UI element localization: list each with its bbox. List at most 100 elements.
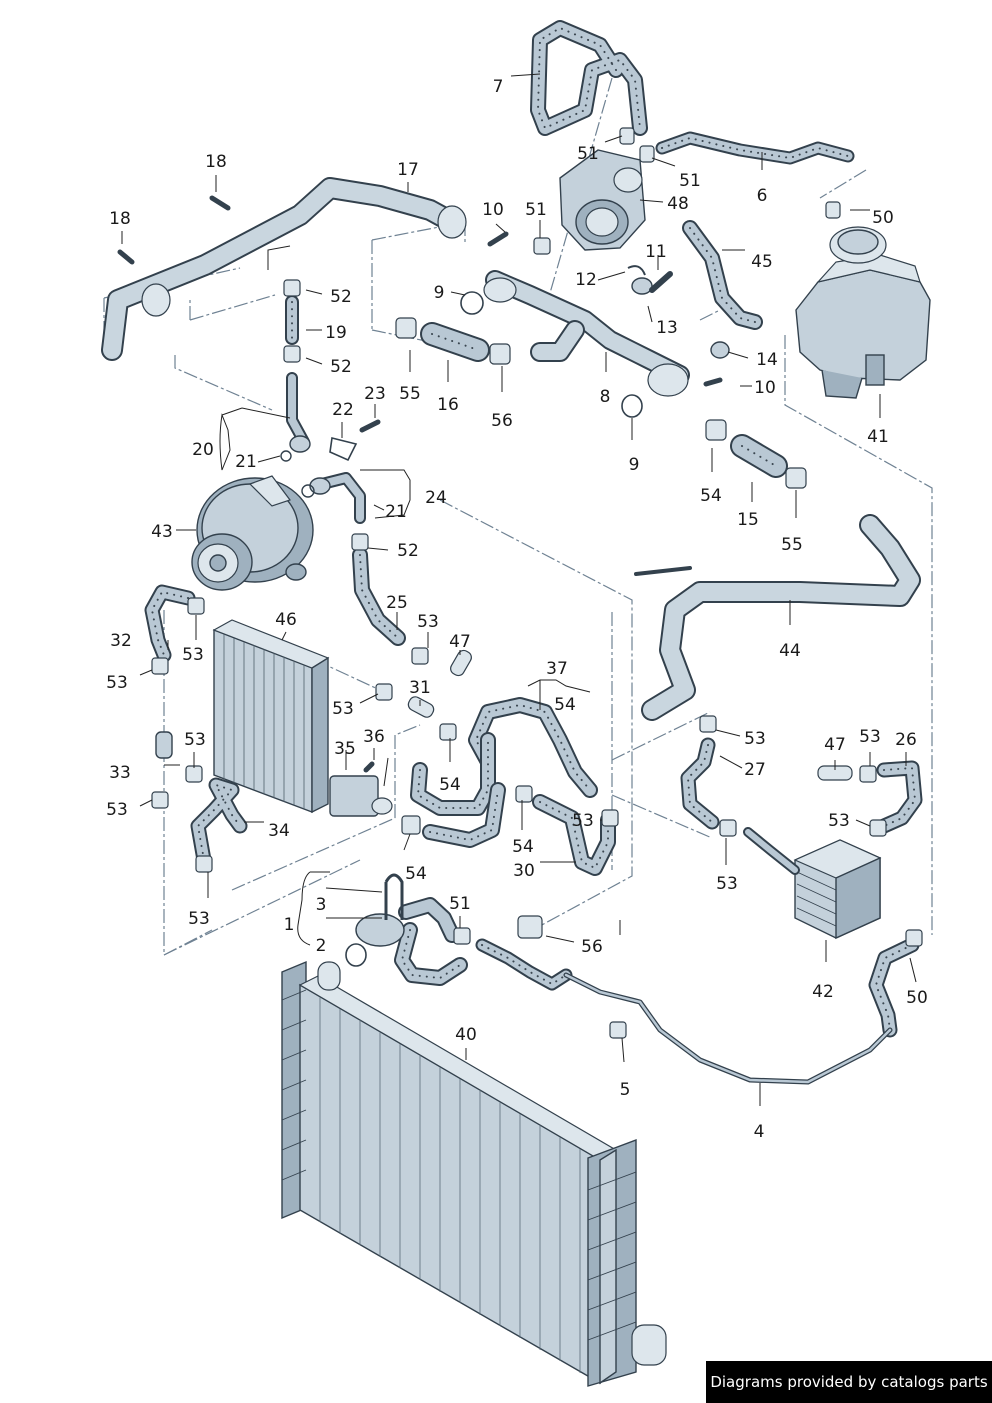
callout-53: 53 <box>106 673 128 693</box>
callout-31: 31 <box>409 678 431 698</box>
callout-50: 50 <box>872 208 894 228</box>
callout-26: 26 <box>895 730 917 750</box>
callout-53: 53 <box>332 699 354 719</box>
callout-32: 32 <box>110 631 132 651</box>
oil-cooler <box>793 839 882 940</box>
callout-52: 52 <box>330 357 352 377</box>
auxiliary-radiator-fins <box>223 634 305 809</box>
callout-51: 51 <box>577 144 599 164</box>
callout-53: 53 <box>828 811 850 831</box>
callout-21: 21 <box>385 502 407 522</box>
callout-17: 17 <box>397 160 419 180</box>
callout-2: 2 <box>316 936 327 956</box>
callout-47: 47 <box>824 735 846 755</box>
callout-8: 8 <box>600 387 611 407</box>
callout-20: 20 <box>192 440 214 460</box>
callout-48: 48 <box>667 194 689 214</box>
callout-45: 45 <box>751 252 773 272</box>
callout-25: 25 <box>386 593 408 613</box>
callout-9: 9 <box>434 283 445 303</box>
callout-19: 19 <box>325 323 347 343</box>
callout-46: 46 <box>275 610 297 630</box>
callout-36: 36 <box>363 727 385 747</box>
callout-53: 53 <box>106 800 128 820</box>
callout-7: 7 <box>493 77 504 97</box>
callout-53: 53 <box>859 727 881 747</box>
callout-43: 43 <box>151 522 173 542</box>
radiator <box>281 960 667 1387</box>
callout-14: 14 <box>756 350 778 370</box>
thermostat-housing <box>559 149 646 251</box>
callout-53: 53 <box>572 811 594 831</box>
callout-30: 30 <box>513 861 535 881</box>
callout-53: 53 <box>182 645 204 665</box>
callout-51: 51 <box>449 894 471 914</box>
auxiliary-radiator <box>212 619 330 814</box>
callout-53: 53 <box>184 730 206 750</box>
callout-40: 40 <box>455 1025 477 1045</box>
callout-34: 34 <box>268 821 290 841</box>
callout-12: 12 <box>575 270 597 290</box>
callout-53: 53 <box>744 729 766 749</box>
expansion-tank <box>795 226 931 399</box>
callout-10: 10 <box>482 200 504 220</box>
callout-23: 23 <box>364 384 386 404</box>
radiator-core-fins <box>319 997 581 1373</box>
callout-16: 16 <box>437 395 459 415</box>
callout-33: 33 <box>109 763 131 783</box>
callout-44: 44 <box>779 641 801 661</box>
callout-54: 54 <box>405 864 427 884</box>
oil-cooler-plates <box>796 871 837 927</box>
credit-text: Diagrams provided by catalogs parts <box>710 1373 988 1391</box>
callout-labels: 1 2 3 4 5 6 7 8 9 9 10 10 11 12 13 14 15… <box>106 77 928 1142</box>
callout-4: 4 <box>754 1122 765 1142</box>
callout-54: 54 <box>512 837 534 857</box>
radiator-tank-ribs <box>281 989 637 1341</box>
callout-50: 50 <box>906 988 928 1008</box>
alternator <box>191 475 314 591</box>
callout-10: 10 <box>754 378 776 398</box>
callout-42: 42 <box>812 982 834 1002</box>
callout-54: 53 <box>188 909 210 929</box>
small-hardware <box>117 195 853 967</box>
callout-15: 15 <box>737 510 759 530</box>
callout-9: 9 <box>629 455 640 475</box>
callout-55: 54 <box>700 486 722 506</box>
leader-lines <box>121 73 917 1106</box>
callout-1: 1 <box>284 915 295 935</box>
callout-56: 55 <box>399 384 421 404</box>
connector-sleeves <box>285 295 788 478</box>
callout-18: 18 <box>109 209 131 229</box>
callout-37: 37 <box>546 659 568 679</box>
callout-54: 54 <box>554 695 576 715</box>
callout-52: 52 <box>330 287 352 307</box>
callout-21: 21 <box>235 452 257 472</box>
callout-13: 13 <box>656 318 678 338</box>
callout-52: 52 <box>397 541 419 561</box>
callout-11: 11 <box>645 242 667 262</box>
callout-54: 54 <box>439 775 461 795</box>
callout-22: 22 <box>332 400 354 420</box>
hose-clamps <box>151 127 923 1039</box>
callout-51: 51 <box>525 200 547 220</box>
callout-51: 51 <box>679 171 701 191</box>
callout-6: 6 <box>757 186 768 206</box>
callout-41: 41 <box>867 427 889 447</box>
callout-18: 18 <box>205 152 227 172</box>
callout-55: 55 <box>781 535 803 555</box>
callout-3: 3 <box>316 895 327 915</box>
callout-35: 35 <box>334 739 356 759</box>
rubber-hoses <box>144 20 923 1085</box>
credit-banner: Diagrams provided by catalogs parts <box>706 1361 992 1403</box>
callout-5: 5 <box>620 1080 631 1100</box>
callout-47: 47 <box>449 632 471 652</box>
callout-53: 53 <box>417 612 439 632</box>
callout-24: 24 <box>425 488 447 508</box>
callout-56: 56 <box>491 411 513 431</box>
callout-27: 27 <box>744 760 766 780</box>
coolant-pipes <box>101 177 921 721</box>
callout-53: 53 <box>716 874 738 894</box>
callout-56: 56 <box>581 937 603 957</box>
